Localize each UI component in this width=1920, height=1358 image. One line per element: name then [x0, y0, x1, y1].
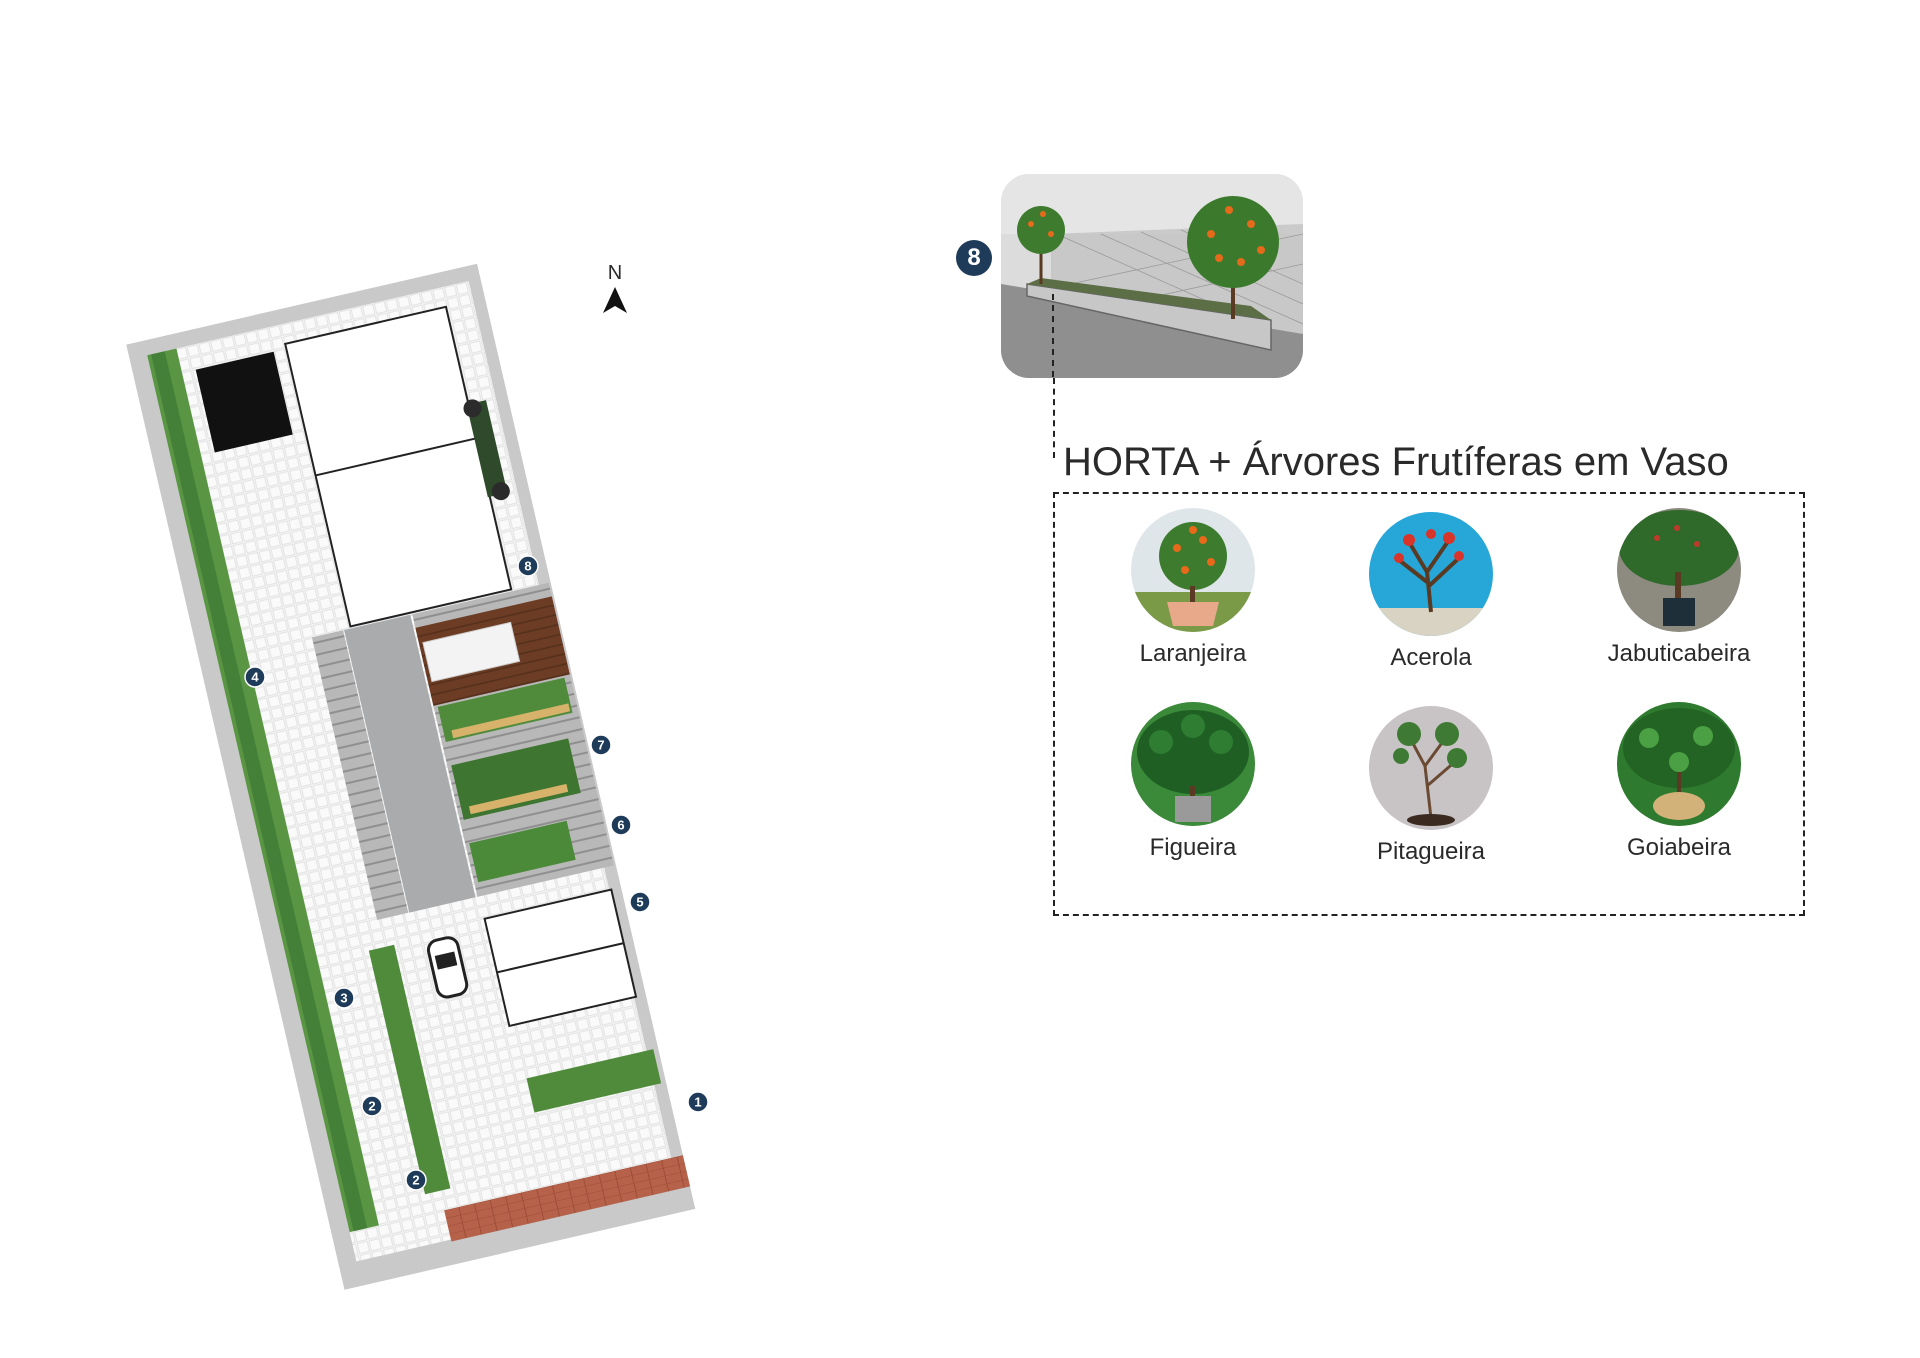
north-arrow: N: [600, 262, 630, 313]
stepping-path: [311, 630, 409, 920]
tree-item: Laranjeira: [1083, 508, 1303, 668]
plan-marker-label: 2: [368, 1099, 375, 1114]
tree-name: Figueira: [1149, 834, 1237, 861]
tree-item: Pitagueira: [1321, 706, 1541, 866]
tree-name: Acerola: [1390, 644, 1472, 671]
feature-badge: 8: [956, 240, 992, 276]
plan-marker-3: [333, 987, 355, 1009]
plan-marker-label: 8: [524, 559, 531, 574]
tree-item: Figueira: [1083, 702, 1303, 862]
tree-item: Goiabeira: [1569, 702, 1789, 862]
fruit-planter: [466, 400, 508, 498]
plan-marker-2: [405, 1169, 427, 1191]
concrete-walkway: [344, 614, 476, 913]
dark-block: [195, 351, 293, 453]
fruit-tree-panel: Laranjeira Acerola Jabuticabeira Figueir…: [1053, 492, 1805, 916]
north-label: N: [607, 262, 623, 284]
plan-marker-5: [629, 891, 651, 913]
orange-tree-pot-icon: [1131, 508, 1255, 632]
planter-photo: [1001, 174, 1303, 378]
tree-item: Acerola: [1321, 512, 1541, 672]
tree-name: Pitagueira: [1376, 838, 1486, 865]
north-arrow-icon: [603, 287, 627, 313]
garden-bed-5: [469, 820, 576, 883]
garden-bed-6: [451, 738, 581, 820]
plan-marker-label: 4: [251, 670, 259, 685]
plan-marker-1: [687, 1091, 709, 1113]
leader-line: [1053, 378, 1055, 458]
entrance-garden-2: [368, 944, 451, 1195]
tree-name: Goiabeira: [1626, 834, 1732, 861]
jabuticaba-tree-icon: [1617, 508, 1741, 632]
plan-marker-label: 6: [617, 818, 624, 833]
plan-marker-label: 3: [340, 991, 347, 1006]
tree-name: Jabuticabeira: [1607, 640, 1751, 667]
fig-tree-icon: [1131, 702, 1255, 826]
plan-marker-label: 2: [412, 1173, 419, 1188]
plan-marker-6: [610, 814, 632, 836]
front-garden-1: [526, 1049, 662, 1113]
plan-marker-8: [517, 555, 539, 577]
guava-tree-icon: [1617, 702, 1741, 826]
tree-item: Jabuticabeira: [1569, 508, 1789, 668]
acerola-tree-icon: [1369, 512, 1493, 636]
plan-marker-7: [590, 734, 612, 756]
brick-sidewalk: [444, 1155, 691, 1242]
site-plan: 1 2 2 3 4 5 6 7 8: [126, 263, 709, 1290]
plan-marker-2: [361, 1095, 383, 1117]
pitanga-tree-icon: [1369, 706, 1493, 830]
bench: [422, 621, 521, 683]
plan-marker-label: 1: [694, 1095, 701, 1110]
tree-name: Laranjeira: [1139, 640, 1247, 667]
section-title: HORTA + Árvores Frutíferas em Vaso: [1063, 440, 1729, 484]
plan-marker-4: [244, 666, 266, 688]
plan-marker-label: 5: [636, 895, 643, 910]
plan-marker-label: 7: [597, 738, 604, 753]
